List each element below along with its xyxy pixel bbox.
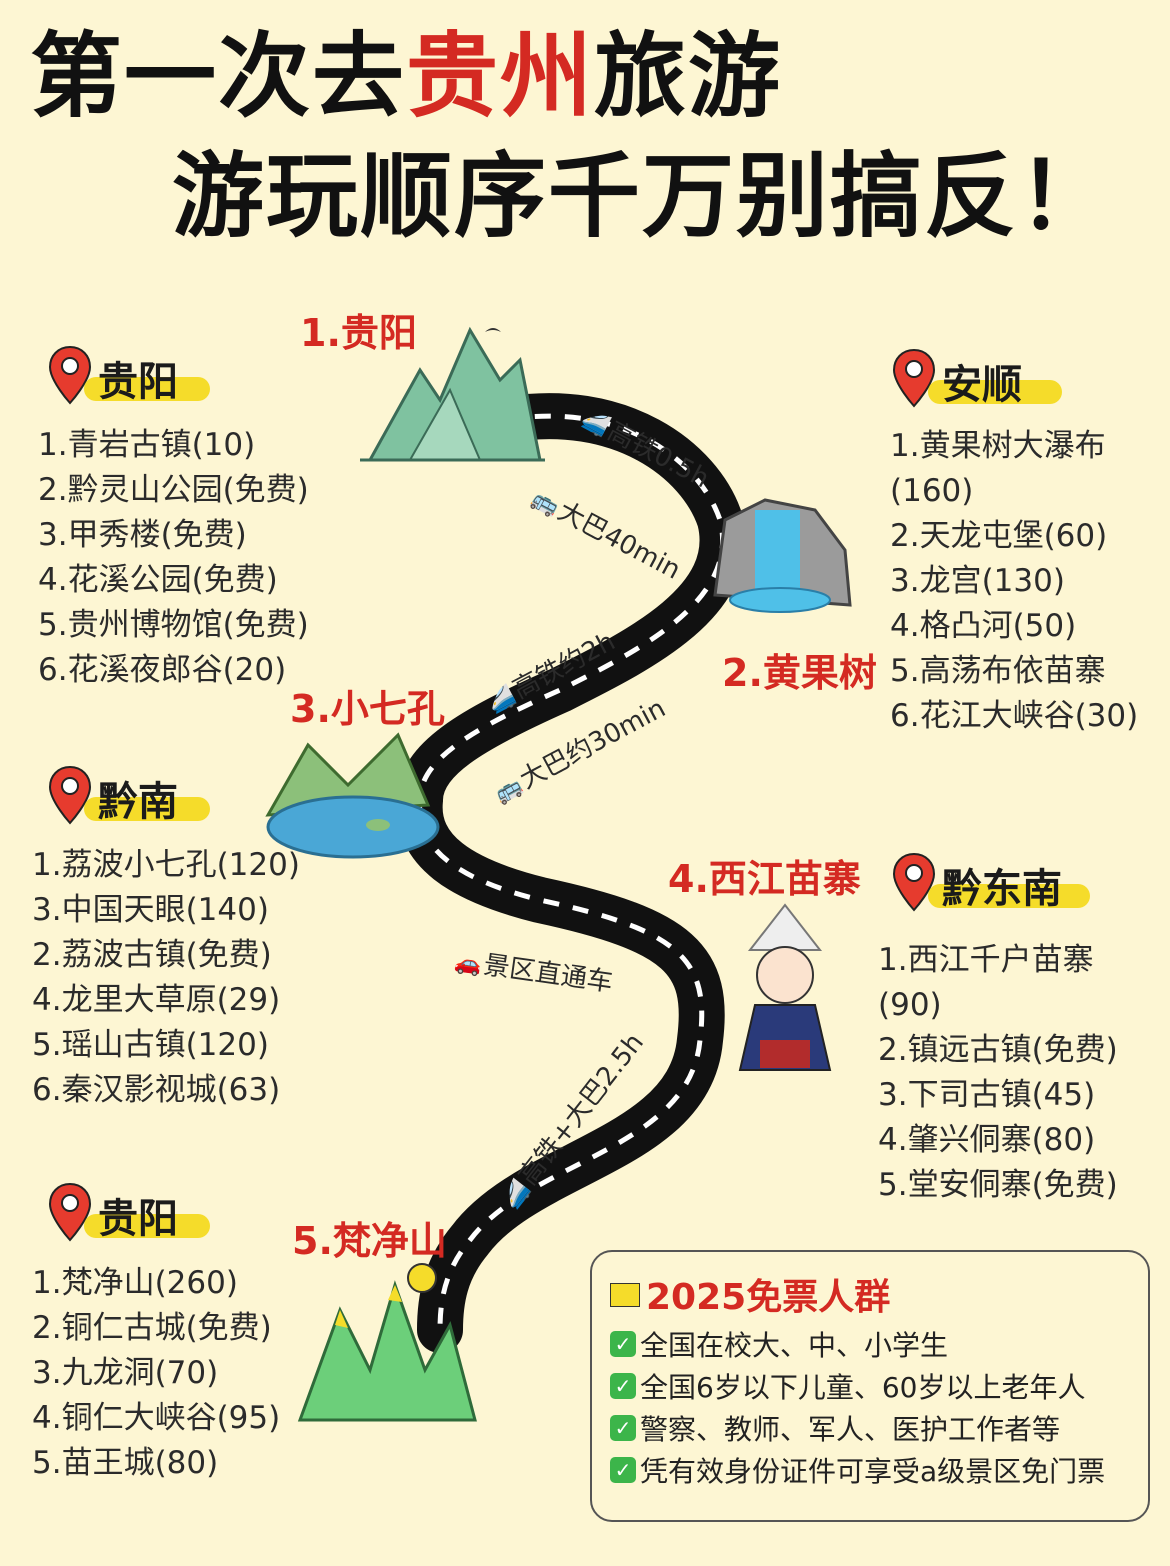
list-item: 3.九龙洞(70) — [32, 1355, 219, 1391]
page-title: 第一次去贵州旅游 — [30, 22, 782, 132]
list-item: (90) — [878, 987, 942, 1023]
title-prefix: 第一次去 — [30, 23, 407, 130]
stop-4-label: 4.西江苗寨 — [668, 857, 861, 901]
check-icon: ✓ — [610, 1331, 636, 1357]
page-subtitle: 游玩顺序千万别搞反！ — [172, 143, 1113, 250]
free-ticket-item: ✓警察、教师、军人、医护工作者等 — [610, 1408, 1060, 1448]
region-name: 贵阳 — [98, 1196, 178, 1242]
list-item: 4.铜仁大峡谷(95) — [32, 1400, 281, 1436]
title-suffix: 旅游 — [594, 23, 783, 130]
list-item: 1.西江千户苗寨 — [878, 942, 1094, 978]
list-item: 2.天龙屯堡(60) — [890, 518, 1108, 554]
list-item: 2.铜仁古城(免费) — [32, 1310, 272, 1346]
spot-list: 1.梵净山(260) 2.铜仁古城(免费) 3.九龙洞(70) 4.铜仁大峡谷(… — [32, 1261, 280, 1486]
spot-list: 1.荔波小七孔(120) 3.中国天眼(140) 2.荔波古镇(免费) 4.龙里… — [32, 843, 300, 1113]
lake-illustration — [265, 732, 440, 859]
list-item: 3.中国天眼(140) — [32, 892, 269, 928]
free-ticket-item-text: 凭有效身份证件可享受a级景区免门票 — [640, 1455, 1106, 1488]
miao-girl-illustration — [738, 903, 832, 1071]
location-pin-icon — [892, 348, 936, 408]
check-icon: ✓ — [610, 1373, 636, 1399]
location-pin-icon — [48, 765, 92, 825]
list-item: 1.梵净山(260) — [32, 1265, 238, 1301]
check-icon: ✓ — [610, 1415, 636, 1441]
car-icon: 🚗 — [452, 950, 484, 979]
free-ticket-item: ✓全国6岁以下儿童、60岁以上老年人 — [610, 1366, 1085, 1406]
location-pin-icon — [48, 1182, 92, 1242]
list-item: 5.堂安侗寨(免费) — [878, 1167, 1118, 1203]
spot-list: 1.黄果树大瀑布 (160) 2.天龙屯堡(60) 3.龙宫(130) 4.格凸… — [890, 424, 1138, 739]
list-item: 1.黄果树大瀑布 — [890, 428, 1106, 464]
list-item: (160) — [890, 473, 974, 509]
list-item: 4.格凸河(50) — [890, 608, 1077, 644]
list-item: 5.苗王城(80) — [32, 1445, 219, 1481]
list-item: 1.荔波小七孔(120) — [32, 847, 300, 883]
mountain-illustration — [360, 326, 545, 462]
spot-list: 1.西江千户苗寨 (90) 2.镇远古镇(免费) 3.下司古镇(45) 4.肇兴… — [878, 938, 1118, 1208]
stop-2-label: 2.黄果树 — [722, 651, 877, 695]
list-item: 4.肇兴侗寨(80) — [878, 1122, 1096, 1158]
fanjing-mountain-illustration — [297, 1263, 477, 1422]
region-name: 安顺 — [942, 362, 1022, 408]
list-item: 5.高荡布依苗寨 — [890, 653, 1106, 689]
road — [396, 393, 746, 1353]
region-header: 贵阳 — [48, 345, 218, 409]
list-item: 3.下司古镇(45) — [878, 1077, 1096, 1113]
location-pin-icon — [48, 345, 92, 405]
list-item: 4.龙里大草原(29) — [32, 982, 281, 1018]
free-ticket-item-text: 全国6岁以下儿童、60岁以上老年人 — [640, 1371, 1086, 1404]
list-item: 1.青岩古镇(10) — [38, 427, 256, 463]
free-ticket-item: ✓凭有效身份证件可享受a级景区免门票 — [610, 1450, 1105, 1490]
waterfall-illustration — [713, 498, 852, 613]
region-header: 黔南 — [48, 765, 218, 829]
list-item: 6.花江大峡谷(30) — [890, 698, 1139, 734]
free-ticket-box: 2025免票人群 ✓全国在校大、中、小学生 ✓全国6岁以下儿童、60岁以上老年人… — [590, 1250, 1150, 1522]
list-item: 2.黔灵山公园(免费) — [38, 472, 309, 508]
free-ticket-item: ✓全国在校大、中、小学生 — [610, 1324, 948, 1364]
ticket-icon — [610, 1283, 640, 1307]
region-name: 黔东南 — [942, 866, 1062, 912]
list-item: 3.甲秀楼(免费) — [38, 517, 247, 553]
title-highlight: 贵州 — [406, 23, 595, 130]
free-ticket-item-text: 警察、教师、军人、医护工作者等 — [640, 1413, 1061, 1446]
region-header: 安顺 — [892, 348, 1062, 412]
stop-3-label: 3.小七孔 — [290, 687, 445, 731]
region-name: 黔南 — [98, 779, 178, 825]
list-item: 3.龙宫(130) — [890, 563, 1065, 599]
list-item: 4.花溪公园(免费) — [38, 562, 278, 598]
stop-5-label: 5.梵净山 — [292, 1219, 447, 1263]
free-ticket-title: 2025免票人群 — [610, 1268, 890, 1320]
region-header: 贵阳 — [48, 1182, 218, 1246]
region-name: 贵阳 — [98, 359, 178, 405]
list-item: 6.花溪夜郎谷(20) — [38, 652, 287, 688]
list-item: 2.荔波古镇(免费) — [32, 937, 272, 973]
region-header: 黔东南 — [892, 852, 1102, 916]
list-item: 5.瑶山古镇(120) — [32, 1027, 269, 1063]
list-item: 2.镇远古镇(免费) — [878, 1032, 1118, 1068]
list-item: 5.贵州博物馆(免费) — [38, 607, 309, 643]
stop-1-label: 1.贵阳 — [300, 311, 417, 355]
location-pin-icon — [892, 852, 936, 912]
spot-list: 1.青岩古镇(10) 2.黔灵山公园(免费) 3.甲秀楼(免费) 4.花溪公园(… — [38, 423, 309, 693]
free-ticket-item-text: 全国在校大、中、小学生 — [640, 1329, 949, 1362]
free-ticket-title-text: 2025免票人群 — [646, 1277, 891, 1318]
check-icon: ✓ — [610, 1457, 636, 1483]
list-item: 6.秦汉影视城(63) — [32, 1072, 281, 1108]
